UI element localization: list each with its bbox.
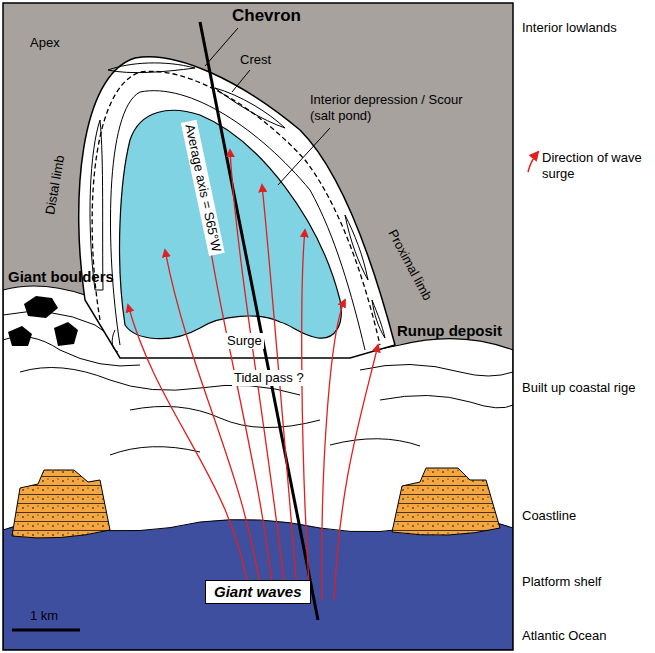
legend-text: Direction of wave surge — [542, 150, 650, 181]
map-label: Average axis = S65°W — [181, 120, 225, 257]
runup-deposit-right — [392, 468, 500, 535]
map-label: Interior lowlands — [522, 20, 647, 36]
map-frame — [3, 3, 513, 650]
node-text: Giant waves — [214, 583, 302, 601]
map-area — [3, 3, 513, 650]
map-label: Tidal pass ? — [232, 370, 306, 386]
scale-bar — [12, 629, 80, 632]
map-label: Chevron — [232, 6, 301, 26]
map-label: Surge — [225, 333, 264, 349]
interior-lowlands — [3, 3, 513, 650]
wave-box: Giant waves — [205, 580, 311, 604]
map-label: Distal limb — [42, 154, 68, 216]
map-label: Apex — [30, 35, 60, 51]
map-label: 1 km — [30, 608, 58, 624]
legend-entry: Direction of wave surge — [542, 150, 650, 181]
coastal-contours — [3, 312, 513, 455]
map-label: Giant boulders — [8, 268, 114, 286]
map-label: Proximal limb — [385, 227, 435, 303]
node-text: Interior depression / Scour (salt pond) — [310, 92, 480, 123]
map-label: Coastline — [522, 508, 647, 524]
wave-surge-arrows — [128, 150, 378, 600]
salt-pond-label: Interior depression / Scour (salt pond) — [310, 92, 480, 123]
legend-sample — [528, 152, 538, 172]
map-label: Atlantic Ocean — [522, 628, 647, 644]
giant-boulders — [8, 296, 78, 346]
salt-pond — [120, 110, 342, 338]
map-label: Built up coastal rige — [522, 380, 647, 396]
map-label: Crest — [240, 52, 271, 68]
atlantic-ocean — [3, 520, 513, 650]
map-label: Platform shelf — [522, 574, 647, 590]
average-axis — [200, 22, 318, 620]
runup-deposit-left — [12, 470, 110, 538]
map-label: Runup deposit — [397, 322, 502, 340]
